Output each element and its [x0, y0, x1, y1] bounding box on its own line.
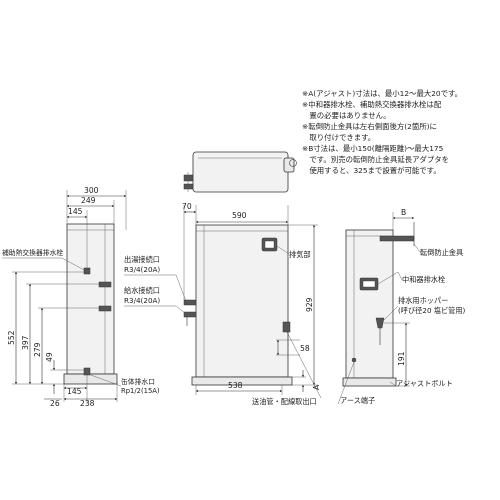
label-tip-guard: 転倒防止金具 — [420, 248, 463, 257]
dim-58: 58 — [300, 344, 310, 353]
label-main-drain: 缶体排水口 — [121, 377, 155, 386]
dim-145-bottom: 145 — [67, 387, 82, 396]
dim-238: 238 — [80, 399, 95, 408]
note-line-4: ※転倒防止金具は左右側面後方(2箇所)に — [302, 122, 437, 131]
label-hot-out: 出湯接続口 — [124, 255, 160, 264]
note-line-2: ※中和器排水栓、補助熱交換器排水栓は配 — [302, 100, 442, 109]
dim-929: 929 — [305, 297, 314, 312]
note-line-7: です。別売の転倒防止金具延長アダプタを — [302, 155, 449, 164]
dim-300: 300 — [84, 186, 99, 195]
top-view — [183, 151, 297, 193]
label-adjust-bolt: アジャストボルト — [396, 379, 453, 388]
note-line-3: 置の必要はありません。 — [302, 111, 390, 120]
dim-49: 49 — [45, 352, 54, 362]
left-side-view: 300 249 145 補助熱交換器排水栓 552 397 279 49 145 — [2, 186, 160, 408]
note-line-6: ※B寸法は、最小150(離隔距離)～最大175 — [302, 144, 444, 153]
dim-a: A — [312, 384, 321, 390]
label-hopper: 排水用ホッパー — [398, 296, 448, 305]
dim-249: 249 — [81, 196, 96, 205]
label-exhaust: 排気部 — [289, 250, 311, 259]
dim-70: 70 — [182, 202, 192, 211]
label-aux-drain: 補助熱交換器排水栓 — [2, 248, 63, 257]
note-line-8: 使用すると、325まで設置が可能です。 — [302, 166, 441, 175]
dim-397: 397 — [21, 335, 30, 350]
label-main-drain-size: Rp1/2(15A) — [121, 387, 160, 395]
front-view: 70 590 929 58 A 538 出湯接続口 R3/4(20A) 給水接続… — [124, 202, 322, 406]
label-hopper-size: (呼び径20 塩ビ管用) — [398, 306, 466, 315]
dim-538: 538 — [228, 381, 243, 390]
right-side-view: B 191 転倒防止金具 中和器排水栓 排水用ホッパー (呼び径20 塩ビ管用)… — [337, 208, 466, 405]
note-line-1: ※A(アジャスト)寸法は、最小12～最大20です。 — [302, 89, 462, 98]
dim-b: B — [401, 208, 406, 217]
notes-block: ※A(アジャスト)寸法は、最小12～最大20です。 ※中和器排水栓、補助熱交換器… — [302, 89, 462, 175]
label-water-in-size: R3/4(20A) — [124, 296, 160, 305]
label-hot-out-size: R3/4(20A) — [124, 265, 160, 274]
label-water-in: 給水接続口 — [124, 286, 160, 295]
dim-145-top: 145 — [68, 207, 83, 216]
label-earth: アース端子 — [340, 396, 375, 405]
label-neutralizer: 中和器排水栓 — [402, 275, 445, 284]
note-line-5: 取り付けできます。 — [302, 133, 375, 142]
dim-279: 279 — [33, 342, 42, 357]
dim-191: 191 — [397, 351, 406, 366]
dim-26: 26 — [50, 399, 60, 408]
dim-590: 590 — [232, 211, 247, 220]
label-oil-pipe: 送油管・配線取出口 — [252, 397, 317, 406]
dim-552: 552 — [7, 330, 16, 345]
